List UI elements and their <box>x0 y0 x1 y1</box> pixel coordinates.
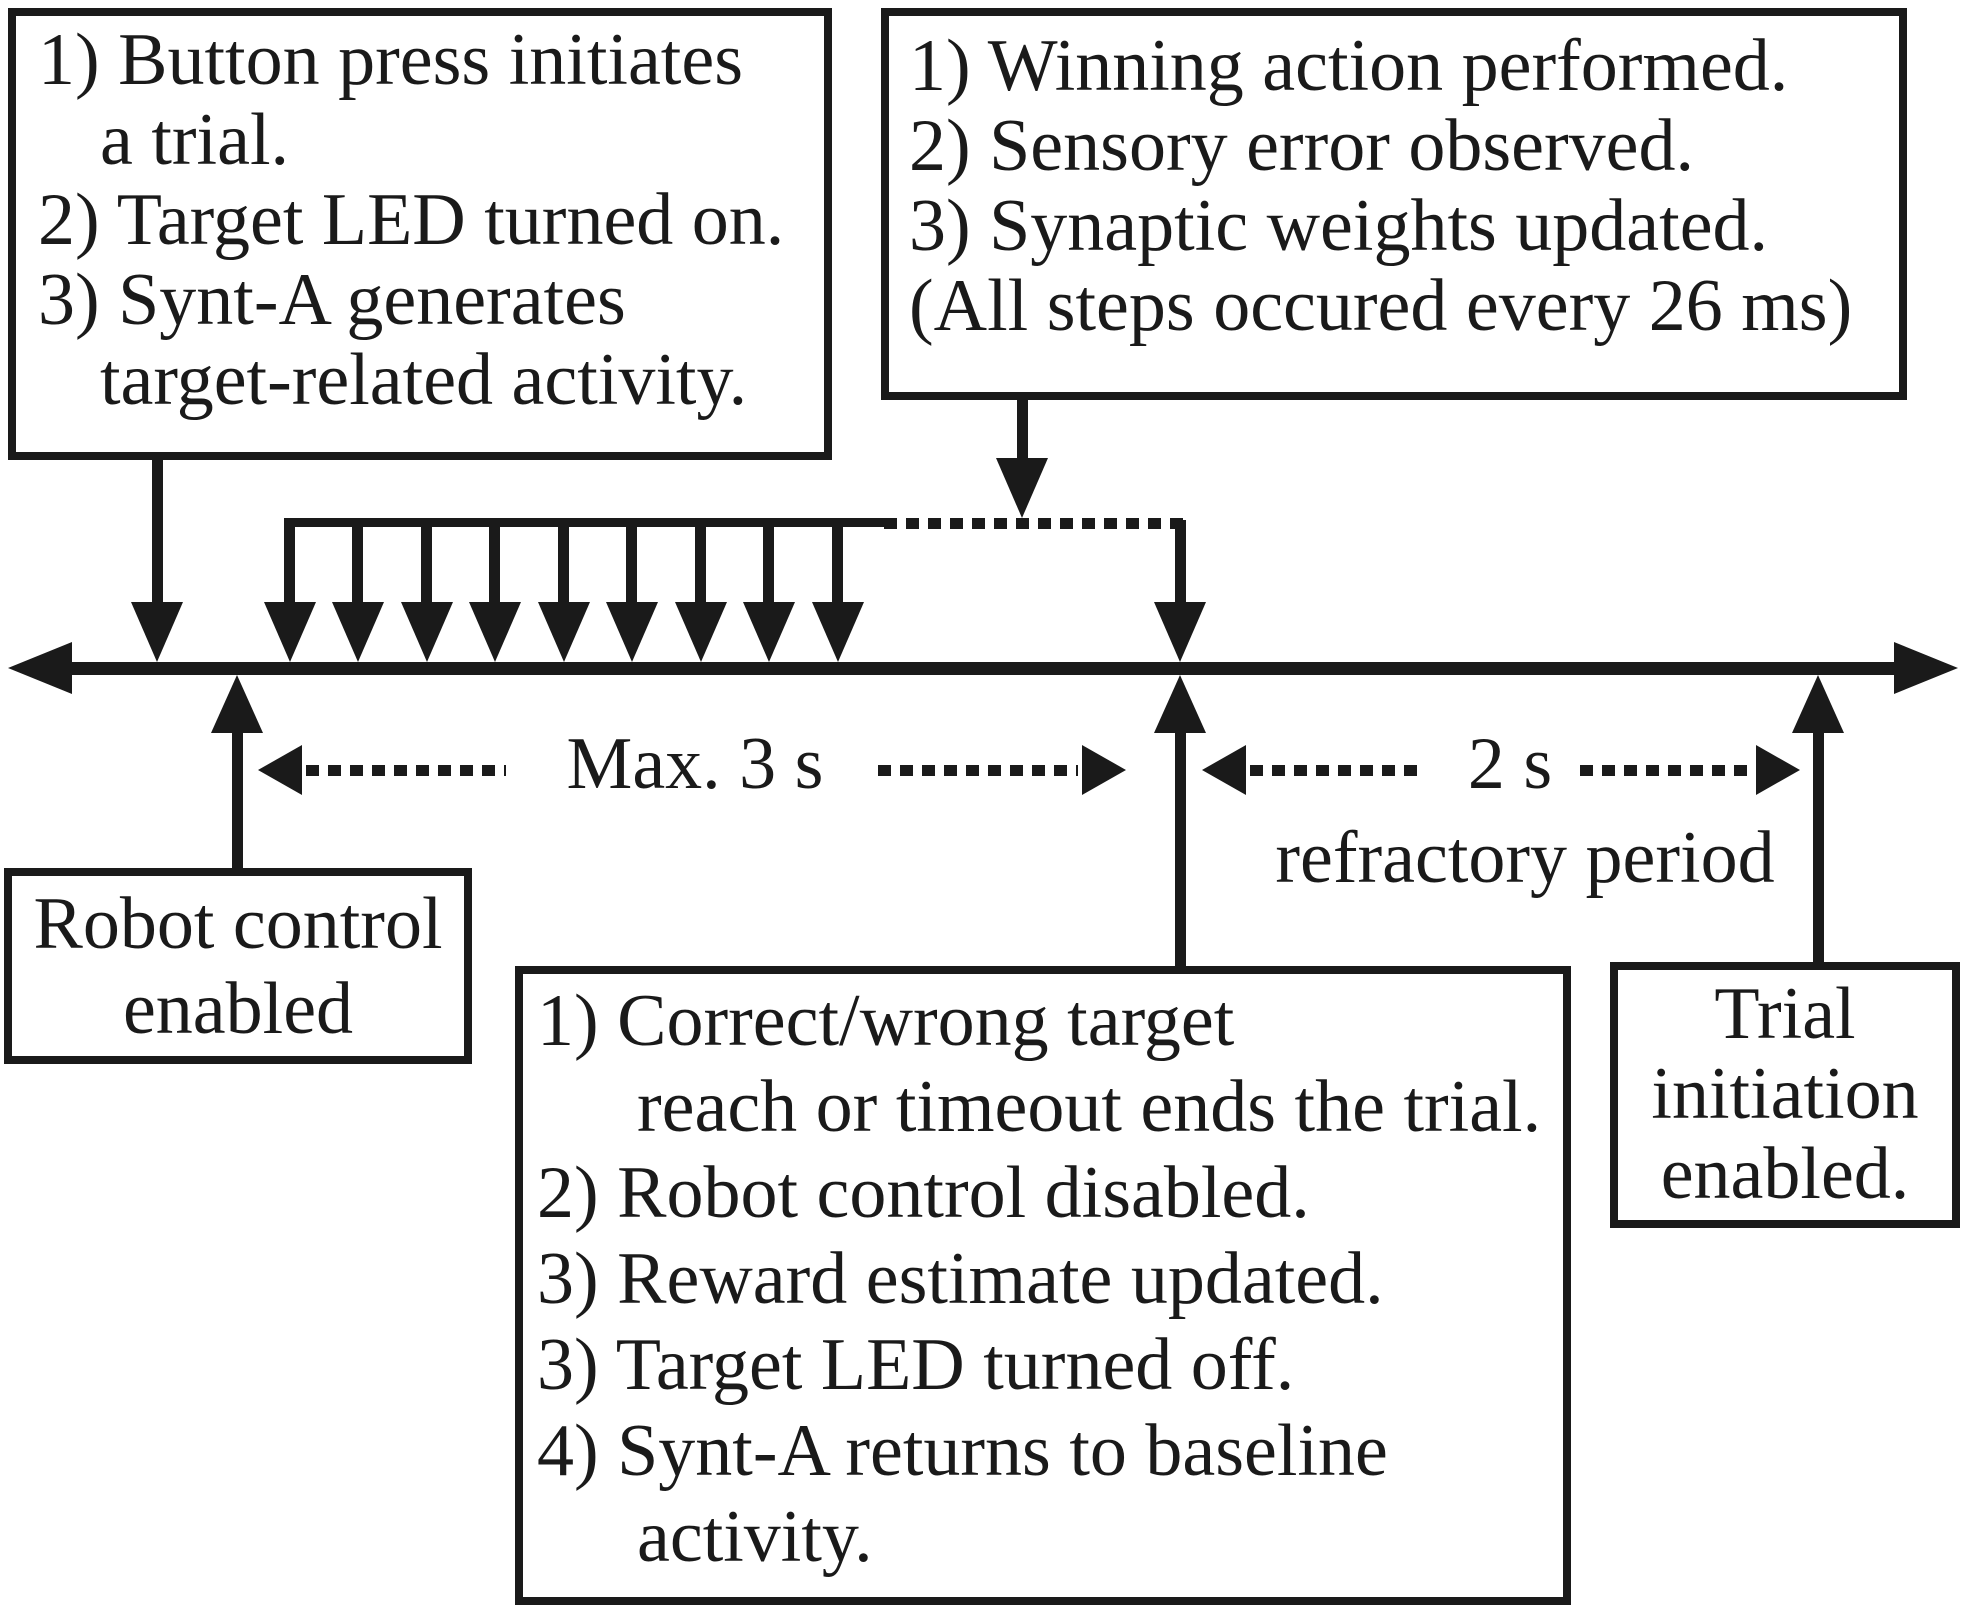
trial-start-line: 2) Target LED turned on. <box>38 179 785 261</box>
max-duration-label: Max. 3 s <box>566 723 824 805</box>
robot-control-line: Robot control <box>33 883 443 965</box>
update-step-arrow <box>812 518 864 662</box>
trial-initiation-connector-shaft <box>1813 728 1824 962</box>
refractory-right-arrowhead <box>1756 745 1800 795</box>
trial-start-line: a trial. <box>100 99 290 181</box>
trial-end-line: activity. <box>637 1496 873 1578</box>
update-step-arrow <box>264 518 316 662</box>
update-step-arrow <box>675 518 727 662</box>
update-step-arrow <box>401 518 453 662</box>
action-loop-box: 1) Winning action performed. 2) Sensory … <box>881 8 1907 400</box>
action-loop-line: (All steps occured every 26 ms) <box>909 265 1853 347</box>
max-duration-left-arrowhead <box>258 745 302 795</box>
update-step-arrow <box>743 518 795 662</box>
trial-initiation-line: enabled. <box>1660 1133 1910 1215</box>
action-loop-line: 3) Synaptic weights updated. <box>909 185 1769 267</box>
trial-initiation-connector-arrowhead <box>1792 675 1844 733</box>
trial-end-connector-shaft <box>1175 728 1186 966</box>
trial-start-box: 1) Button press initiates a trial. 2) Ta… <box>8 8 832 460</box>
trial-end-marker-shaft <box>1175 520 1186 608</box>
refractory-left-arrowhead <box>1202 745 1246 795</box>
action-loop-connector-shaft <box>1017 400 1028 466</box>
update-step-arrow <box>538 518 590 662</box>
trial-end-marker-arrowhead <box>1154 602 1206 662</box>
timeline-left-arrowhead <box>8 642 72 694</box>
trial-end-line: 3) Reward estimate updated. <box>537 1238 1384 1320</box>
timeline-right-arrowhead <box>1894 642 1958 694</box>
trial-start-line: target-related activity. <box>100 339 748 421</box>
trial-end-line: reach or timeout ends the trial. <box>637 1066 1542 1148</box>
trial-start-line: 1) Button press initiates <box>38 19 743 101</box>
robot-control-connector-arrowhead <box>211 675 263 733</box>
refractory-caption: refractory period <box>1275 817 1775 899</box>
refractory-dotted-right <box>1580 765 1750 776</box>
max-duration-dotted-right <box>878 765 1078 776</box>
max-duration-right-arrowhead <box>1082 745 1126 795</box>
trial-end-line: 1) Correct/wrong target <box>537 980 1235 1062</box>
action-loop-connector-arrowhead <box>996 458 1048 518</box>
update-comb-line <box>284 518 884 527</box>
max-duration-dotted-left <box>306 765 506 776</box>
trial-initiation-line: initiation <box>1651 1053 1919 1135</box>
robot-control-line: enabled <box>122 968 354 1050</box>
refractory-duration-label: 2 s <box>1467 723 1553 805</box>
robot-control-box: Robot control enabled <box>4 868 472 1064</box>
refractory-dotted-left <box>1250 765 1420 776</box>
action-loop-line: 1) Winning action performed. <box>909 25 1789 107</box>
update-step-arrow <box>606 518 658 662</box>
update-comb-dotted-line <box>884 518 1186 529</box>
trial-end-connector-arrowhead <box>1154 675 1206 733</box>
timeline-axis <box>58 662 1908 675</box>
update-step-arrow <box>469 518 521 662</box>
update-step-arrow <box>332 518 384 662</box>
trial-end-line: 2) Robot control disabled. <box>537 1152 1310 1234</box>
trial-initiation-box: Trial initiation enabled. <box>1610 962 1960 1228</box>
trial-start-connector-shaft <box>152 460 163 606</box>
trial-end-line: 3) Target LED turned off. <box>537 1324 1295 1406</box>
trial-end-box: 1) Correct/wrong target reach or timeout… <box>515 966 1571 1605</box>
trial-start-line: 3) Synt-A generates <box>38 259 626 341</box>
robot-control-connector-shaft <box>232 728 243 868</box>
action-loop-line: 2) Sensory error observed. <box>909 105 1694 187</box>
trial-end-line: 4) Synt-A returns to baseline <box>537 1410 1388 1492</box>
trial-start-connector-arrowhead <box>131 602 183 662</box>
trial-initiation-line: Trial <box>1714 973 1856 1055</box>
